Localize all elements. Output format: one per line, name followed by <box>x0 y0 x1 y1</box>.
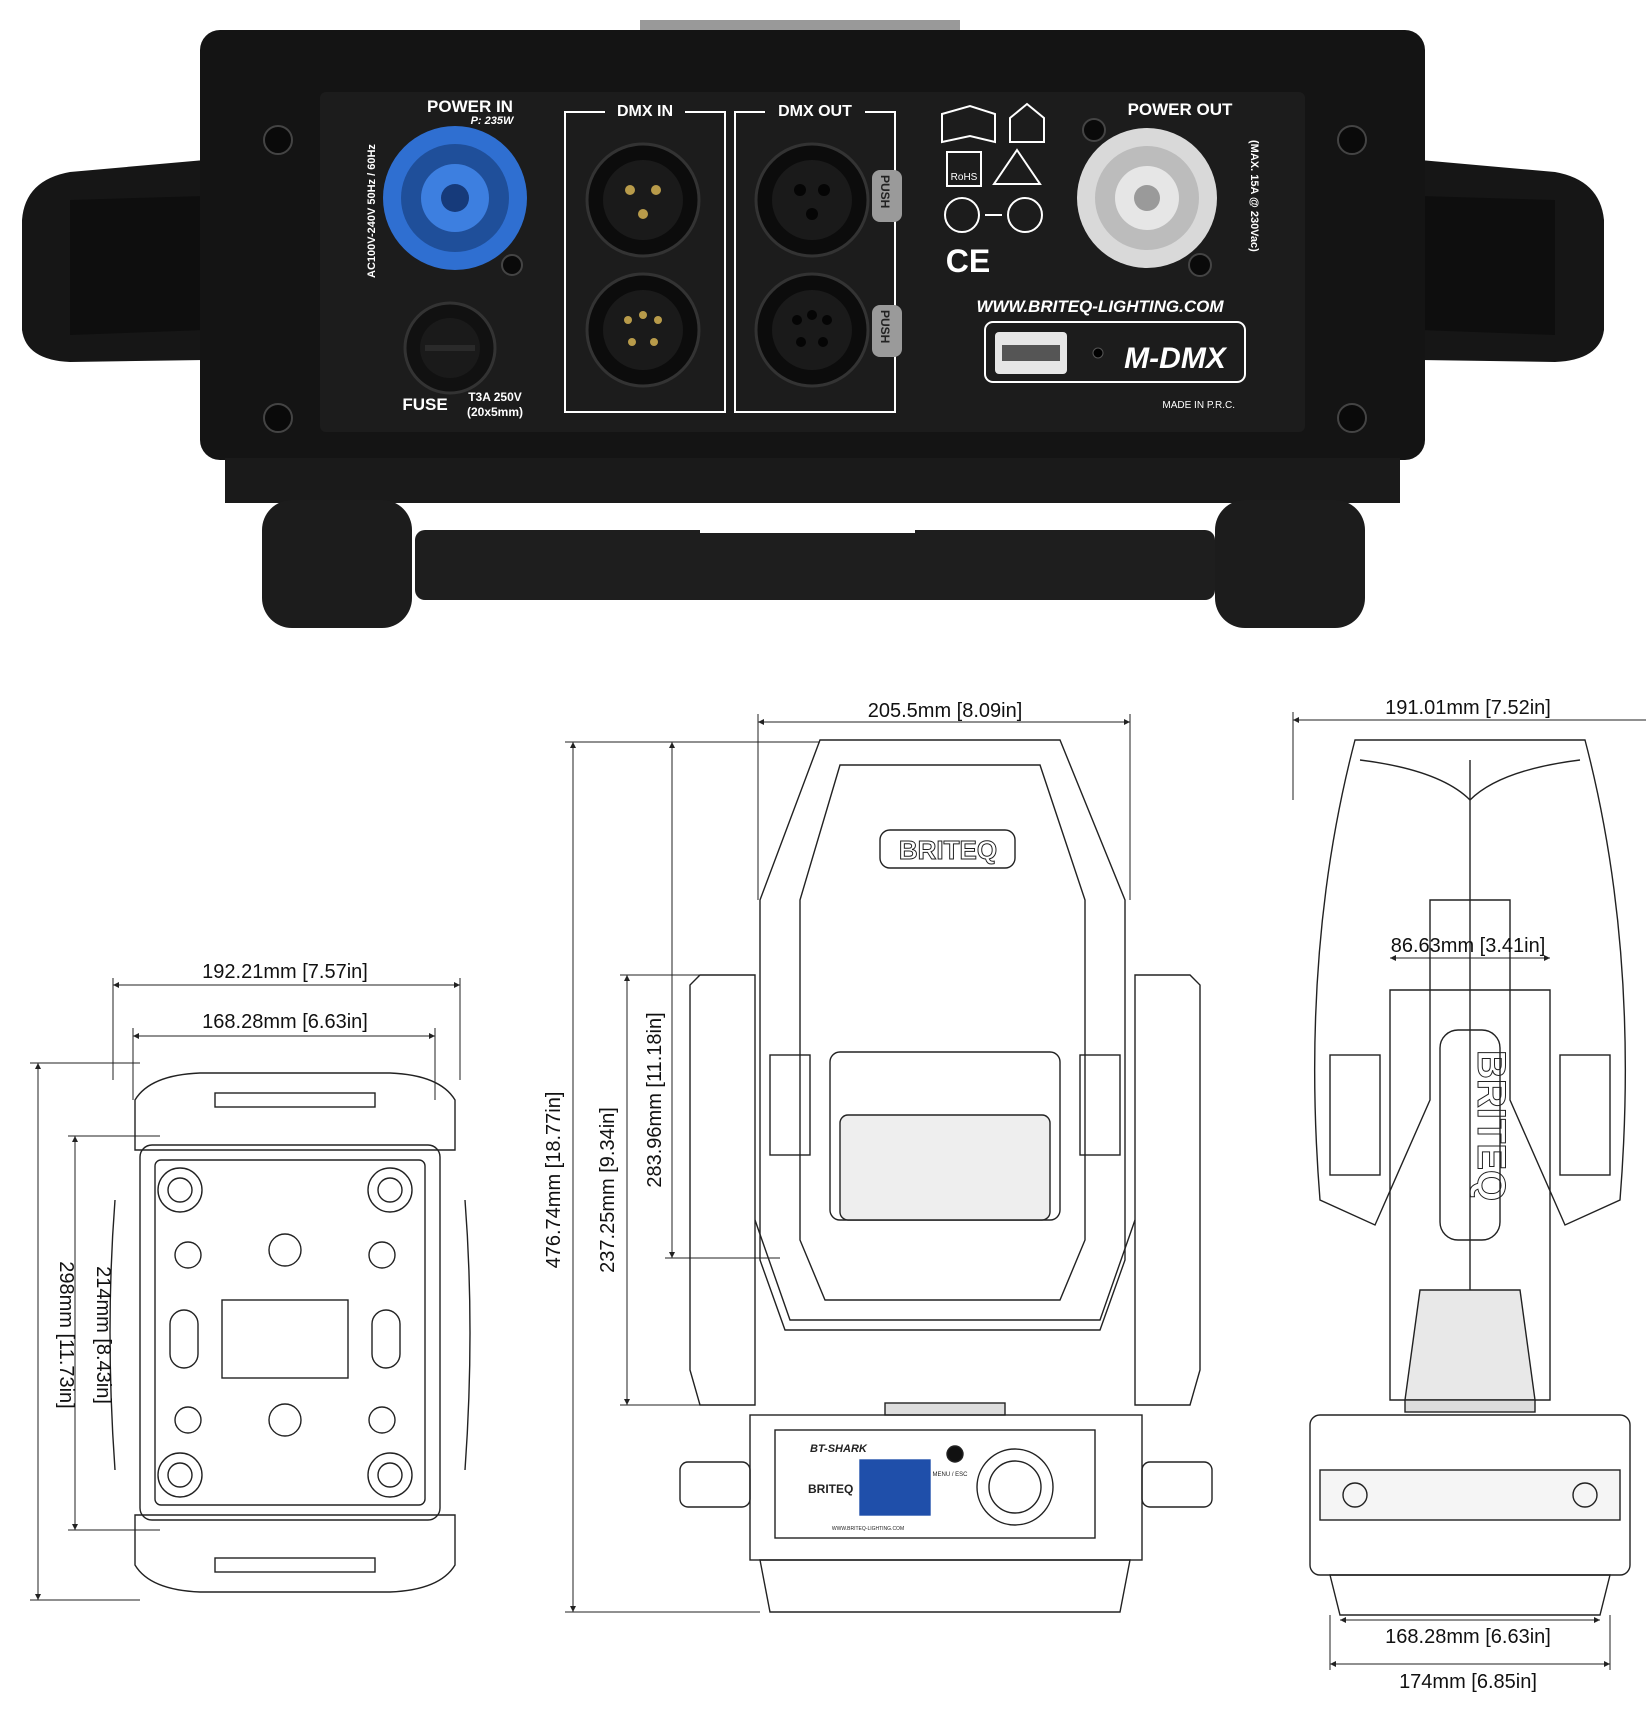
mounting-bar <box>415 530 1215 600</box>
power-in-watt: P: 235W <box>471 115 515 127</box>
svg-text:PUSH: PUSH <box>878 175 892 208</box>
dmx-in-5pin-connector[interactable] <box>585 272 701 388</box>
panel-screws <box>263 125 1367 433</box>
fuse-rating-2: (20x5mm) <box>467 405 523 419</box>
push-latch-top[interactable]: PUSH <box>872 170 902 222</box>
ce-mark: CE <box>946 243 990 279</box>
usb-port[interactable] <box>995 332 1067 374</box>
dimension-drawings: 192.21mm [7.57in] 168.28mm [6.63in] 214m… <box>30 697 1646 1693</box>
dim-side-width-arm: 86.63mm [3.41in] <box>1391 935 1546 957</box>
lcd-display <box>859 1459 931 1516</box>
right-handle <box>1420 160 1604 362</box>
powercon-out-connector[interactable] <box>1077 128 1217 268</box>
dmx-out-5pin-connector[interactable] <box>754 272 870 388</box>
svg-text:PUSH: PUSH <box>878 310 892 343</box>
arm-logo: BRITEQ <box>1469 1050 1513 1201</box>
dim-front-height-total: 476.74mm [18.77in] <box>543 1092 565 1269</box>
menu-esc-label: MENU / ESC <box>932 1472 968 1478</box>
dim-side-base-inner: 168.28mm [6.63in] <box>1385 1626 1551 1648</box>
dim-side-width-top: 191.01mm [7.52in] <box>1385 697 1551 719</box>
dim-bottom-height-outer: 298mm [11.73in] <box>55 1261 77 1409</box>
made-in-label: MADE IN P.R.C. <box>1162 400 1235 411</box>
dim-bottom-width-inner: 168.28mm [6.63in] <box>202 1011 368 1033</box>
front-view-dimensions <box>565 714 1131 1613</box>
rear-panel-photo: POWER IN P: 235W AC100V-240V 50Hz / 60Hz… <box>22 20 1604 628</box>
power-in-label: POWER IN <box>427 97 513 116</box>
housing-skirt <box>225 458 1400 503</box>
side-view: BRITEQ <box>1309 739 1631 1616</box>
model-name: BT-SHARK <box>810 1443 868 1455</box>
dim-front-height-head: 283.96mm [11.18in] <box>644 1012 666 1187</box>
fuse-holder[interactable] <box>403 301 497 395</box>
fuse-rating-1: T3A 250V <box>468 390 522 404</box>
base-website: WWW.BRITEQ-LIGHTING.COM <box>832 1526 904 1532</box>
front-view: BRITEQ <box>679 739 1213 1613</box>
dim-side-base-outer: 174mm [6.85in] <box>1399 1671 1537 1693</box>
dim-front-width: 205.5mm [8.09in] <box>868 700 1023 722</box>
rohs-icon <box>946 151 982 187</box>
voltage-spec: AC100V-240V 50Hz / 60Hz <box>366 144 378 278</box>
mdmx-frame <box>984 321 1246 383</box>
side-view-dimensions <box>1292 712 1646 1670</box>
base-logo: BRITEQ <box>808 1482 853 1496</box>
push-latch-bottom[interactable]: PUSH <box>872 305 902 357</box>
hot-surface-icon <box>992 148 1042 185</box>
dmx-in-label: DMX IN <box>617 103 673 120</box>
bottom-view-dimensions <box>30 978 461 1601</box>
info-icons <box>941 102 1045 233</box>
left-handle <box>22 160 205 362</box>
dim-bottom-height-inner: 214mm [8.43in] <box>92 1266 114 1404</box>
head-logo: BRITEQ <box>899 835 997 865</box>
manual-icon <box>941 104 996 144</box>
safety-cable-icon <box>1007 197 1043 233</box>
dim-bottom-width-outer: 192.21mm [7.57in] <box>202 961 368 983</box>
fuse-label: FUSE <box>402 395 447 414</box>
dmx-in-3pin-connector[interactable] <box>585 142 701 258</box>
rohs-text: RoHS <box>951 172 978 183</box>
power-out-max: (MAX. 15A @ 230Vac) <box>1248 140 1260 252</box>
foot-right <box>1215 500 1365 628</box>
power-out-label: POWER OUT <box>1128 100 1233 119</box>
powercon-in-connector[interactable] <box>383 126 527 270</box>
indoor-use-icon <box>1009 102 1045 143</box>
mdmx-logo: M-DMX <box>1124 342 1228 375</box>
foot-left <box>262 500 412 628</box>
bottom-view <box>109 1072 471 1593</box>
dmx-out-label: DMX OUT <box>778 103 852 120</box>
dim-front-height-yoke: 237.25mm [9.34in] <box>597 1107 619 1273</box>
panel-website: WWW.BRITEQ-LIGHTING.COM <box>976 297 1224 316</box>
no-fixing-icon <box>944 197 980 233</box>
dmx-out-3pin-connector[interactable] <box>754 142 870 258</box>
